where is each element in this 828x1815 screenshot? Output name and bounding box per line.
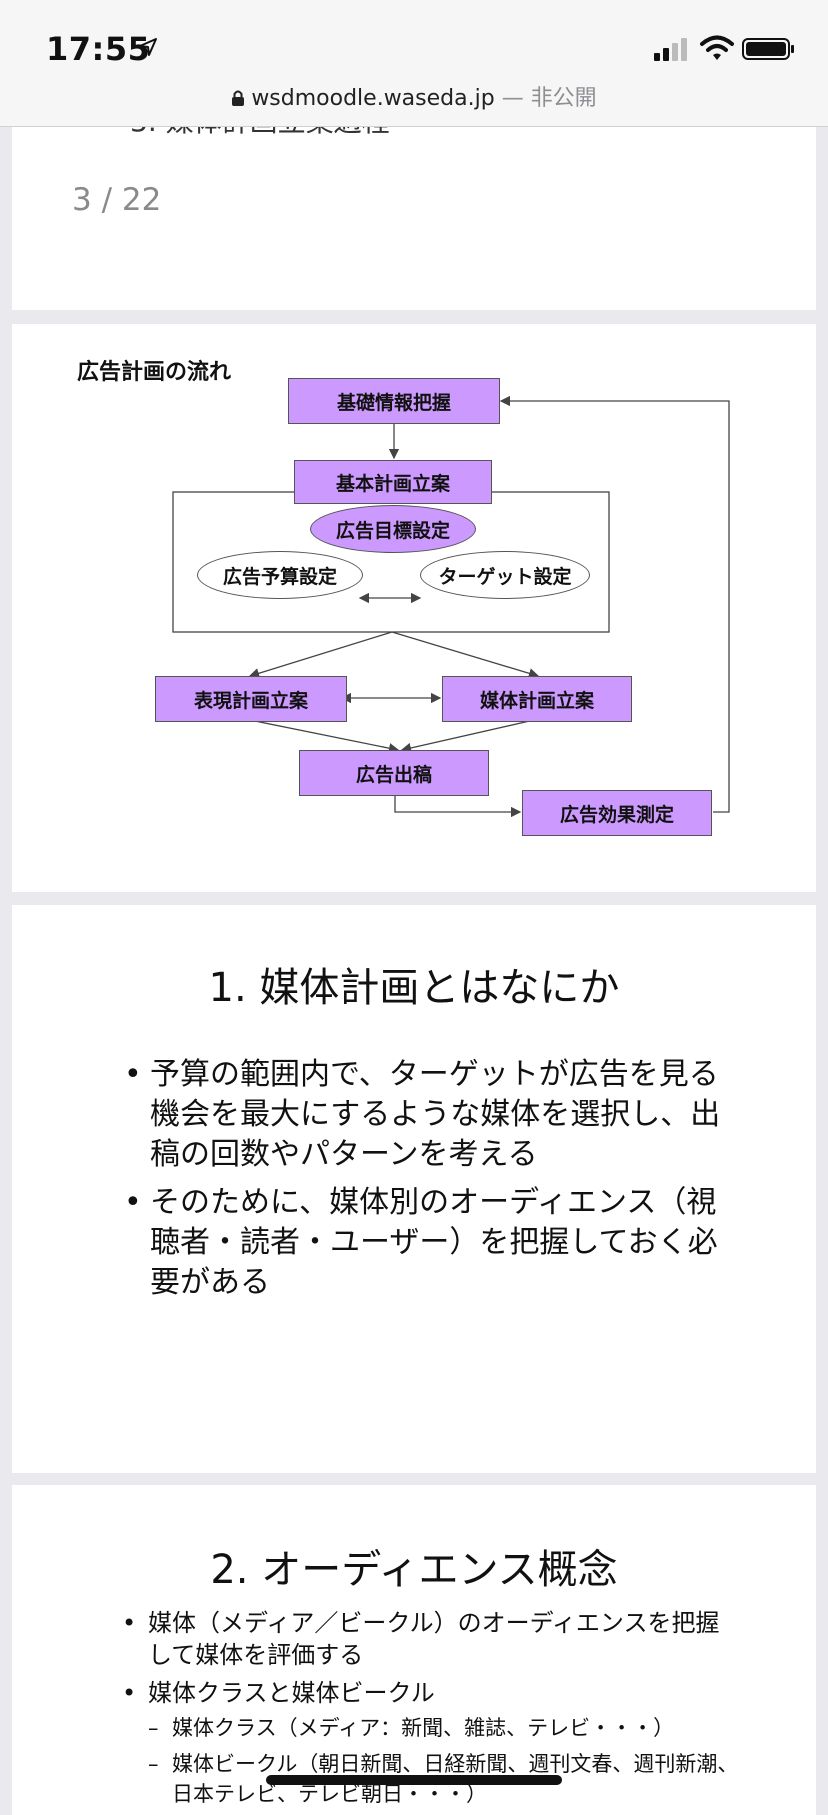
bullet-item: 媒体（メディア／ビークル）のオーディエンスを把握して媒体を評価する xyxy=(122,1607,742,1671)
ellipse-ad-goal: 広告目標設定 xyxy=(310,505,476,553)
sub-bullet-list: 媒体クラス（メディア：新聞、雑誌、テレビ・・・） 媒体ビークル（朝日新聞、日経新… xyxy=(148,1713,742,1809)
bullet-item: 予算の範囲内で、ターゲットが広告を見る機会を最大にするような媒体を選択し、出稿の… xyxy=(124,1055,724,1175)
slide-title: 2. オーディエンス概念 xyxy=(210,1547,618,1593)
box-ad-placement: 広告出稿 xyxy=(299,750,489,796)
slide-card-3: 1. 媒体計画とはなにか 予算の範囲内で、ターゲットが広告を見る機会を最大にする… xyxy=(12,905,816,1473)
status-bar: 17:55 wsdmoodle.waseda.jp — 非公開 xyxy=(0,0,828,127)
location-arrow-icon xyxy=(139,38,157,56)
box-basic-plan: 基本計画立案 xyxy=(294,460,492,504)
ellipse-target: ターゲット設定 xyxy=(420,551,590,599)
home-indicator[interactable] xyxy=(266,1775,562,1785)
slide-card-2: 広告計画の流れ xyxy=(12,324,816,892)
cellular-signal-icon xyxy=(654,38,687,61)
bullet-item: そのために、媒体別のオーディエンス（視聴者・読者・ユーザー）を把握しておく必要が… xyxy=(124,1183,724,1303)
lock-icon xyxy=(232,90,245,106)
box-media-plan: 媒体計画立案 xyxy=(442,676,632,722)
bullet-list: 媒体（メディア／ビークル）のオーディエンスを把握して媒体を評価する 媒体クラスと… xyxy=(122,1607,742,1815)
diagram-title: 広告計画の流れ xyxy=(77,360,232,385)
box-basic-info: 基礎情報把握 xyxy=(288,378,500,424)
slide-card-1: 3. 媒体計画立案過程 3 / 22 xyxy=(12,100,816,310)
wifi-icon xyxy=(700,35,734,60)
ellipse-ad-budget: 広告予算設定 xyxy=(197,551,363,599)
url-text: wsdmoodle.waseda.jp xyxy=(251,86,495,111)
slide-title: 1. 媒体計画とはなにか xyxy=(208,965,620,1011)
page-counter: 3 / 22 xyxy=(72,182,162,218)
clock: 17:55 xyxy=(46,30,151,68)
url-privacy-label: — 非公開 xyxy=(501,86,597,111)
url-bar[interactable]: wsdmoodle.waseda.jp — 非公開 xyxy=(0,80,828,112)
sub-bullet-item: 媒体クラス（メディア：新聞、雑誌、テレビ・・・） xyxy=(148,1713,742,1743)
box-expression-plan: 表現計画立案 xyxy=(155,676,347,722)
bullet-item: 媒体クラスと媒体ビークル 媒体クラス（メディア：新聞、雑誌、テレビ・・・） 媒体… xyxy=(122,1677,742,1809)
battery-icon xyxy=(742,38,794,60)
box-ad-effect: 広告効果測定 xyxy=(522,790,712,836)
slide-card-4: 2. オーディエンス概念 媒体（メディア／ビークル）のオーディエンスを把握して媒… xyxy=(12,1485,816,1815)
bullet-list: 予算の範囲内で、ターゲットが広告を見る機会を最大にするような媒体を選択し、出稿の… xyxy=(124,1055,724,1311)
